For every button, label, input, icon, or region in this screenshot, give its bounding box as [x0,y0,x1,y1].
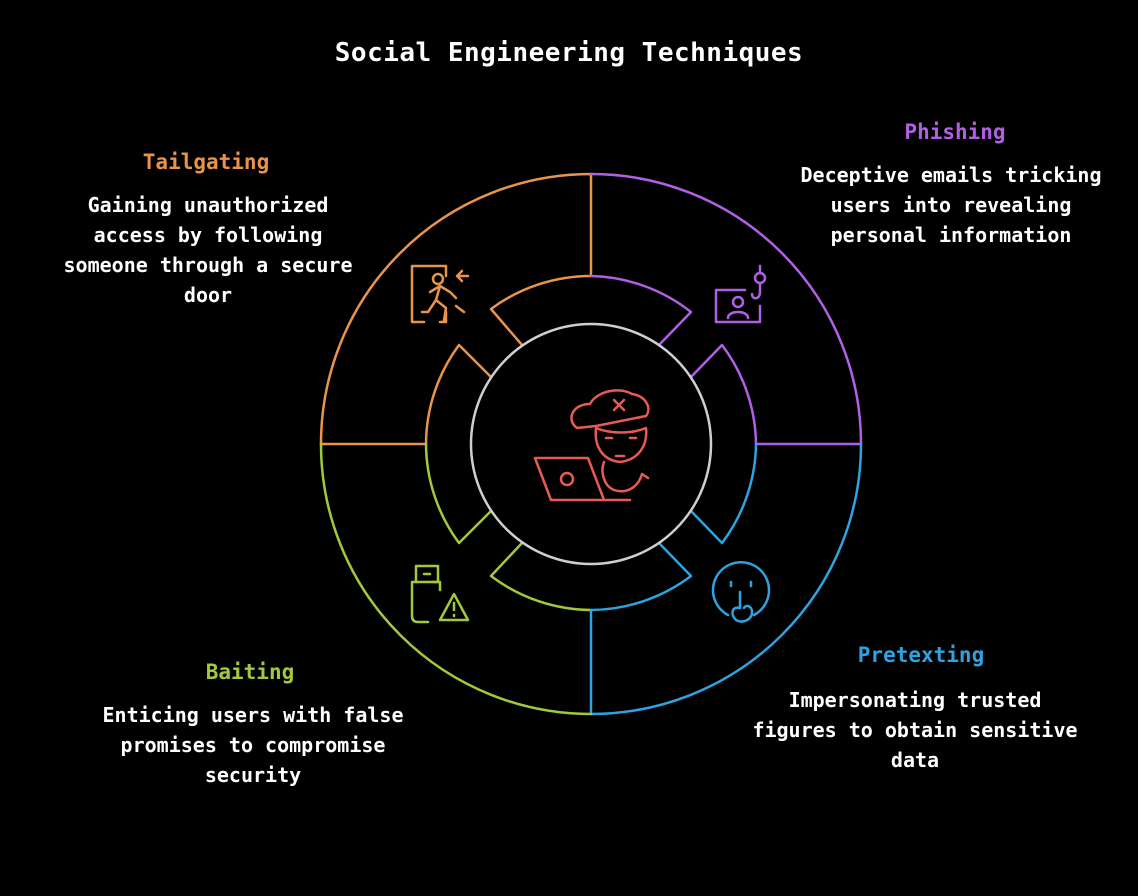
phishing-description: Deceptive emails tricking users into rev… [797,160,1105,250]
phishing-hook-icon [716,266,765,322]
outer-ring [321,174,861,714]
hacker-laptop-icon [535,390,648,500]
baiting-description: Enticing users with false promises to co… [90,700,416,790]
pretexting-heading: Pretexting [771,643,1071,667]
shush-face-icon [713,562,769,621]
tailgating-heading: Tailgating [56,150,356,174]
middle-ring [426,276,756,610]
tailgating-description: Gaining unauthorized access by following… [48,190,368,310]
center-circle [471,324,711,564]
outer-arc-pretexting [591,444,861,714]
pretexting-description: Impersonating trusted figures to obtain … [745,685,1085,775]
baiting-heading: Baiting [100,660,400,684]
usb-warning-icon [412,566,468,622]
phishing-heading: Phishing [805,120,1105,144]
running-person-door-icon [412,266,468,322]
